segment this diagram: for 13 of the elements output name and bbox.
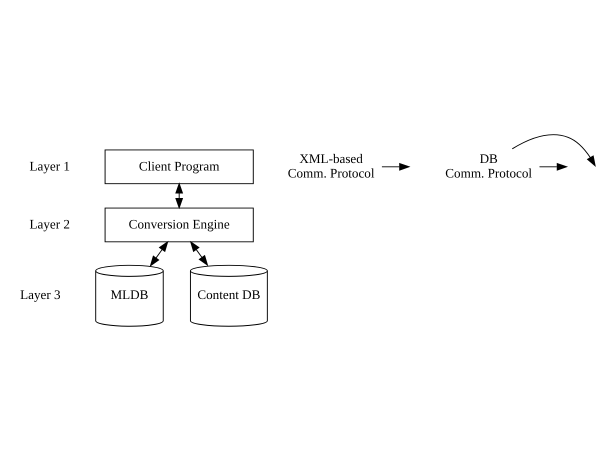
arrow [175, 182, 184, 210]
node-box: Client Program [104, 149, 254, 184]
label: Layer 2 [30, 216, 70, 232]
node-text: DB Comm. Protocol [445, 151, 532, 180]
node-box: Conversion Engine [104, 208, 254, 242]
arrow [190, 240, 208, 266]
node-text: XML-based Comm. Protocol [288, 151, 375, 180]
arrow [381, 162, 410, 171]
arrow [539, 162, 568, 171]
label: Layer 1 [30, 158, 70, 174]
label: Layer 3 [20, 287, 61, 302]
arrow [150, 240, 168, 267]
arrow [512, 134, 596, 168]
